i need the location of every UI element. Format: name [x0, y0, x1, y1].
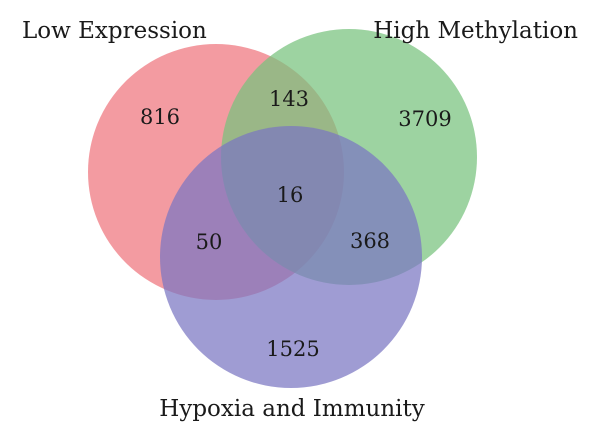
count-all-three: 16 — [277, 183, 304, 207]
count-high-only: 3709 — [398, 107, 451, 131]
count-low-only: 816 — [140, 105, 180, 129]
hypoxia-immunity-circle — [160, 126, 422, 388]
label-hypoxia-immunity: Hypoxia and Immunity — [159, 396, 424, 422]
label-high-methylation: High Methylation — [373, 18, 578, 44]
count-low-hypoxia: 50 — [196, 230, 223, 254]
count-high-hypoxia: 368 — [350, 229, 390, 253]
count-low-high: 143 — [269, 87, 309, 111]
count-hypoxia-only: 1525 — [266, 337, 319, 361]
label-low-expression: Low Expression — [22, 18, 207, 44]
